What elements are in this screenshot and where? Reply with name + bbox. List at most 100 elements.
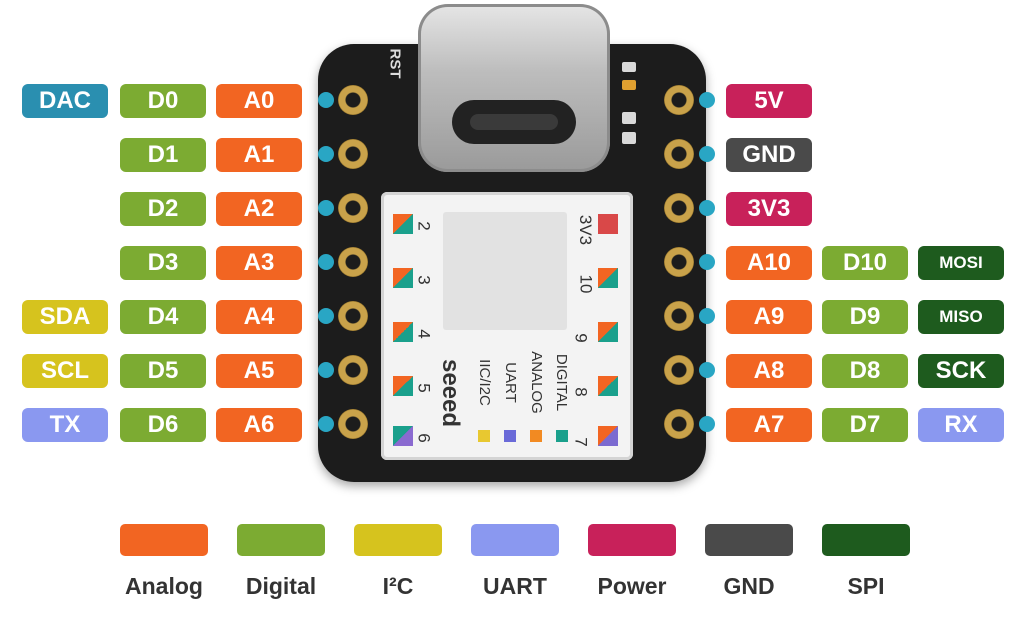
pin-connector-dot xyxy=(318,92,334,108)
pin-label-3v3: 3V3 xyxy=(726,192,812,226)
castellated-pad xyxy=(338,301,368,331)
pin-label-a3: A3 xyxy=(216,246,302,280)
pin-label-a4: A4 xyxy=(216,300,302,334)
smd-component xyxy=(622,132,636,144)
shield-pin-marker xyxy=(598,376,618,396)
shield-pin-marker xyxy=(393,376,413,396)
pin-label-a1: A1 xyxy=(216,138,302,172)
pin-label-a9: A9 xyxy=(726,300,812,334)
shield-legend-swatch xyxy=(504,430,516,442)
castellated-pad xyxy=(664,247,694,277)
shield-pin-marker xyxy=(393,426,413,446)
pin-label-d7: D7 xyxy=(822,408,908,442)
pin-label-a0: A0 xyxy=(216,84,302,118)
shield-pin-marker xyxy=(598,268,618,288)
legend-swatch-power xyxy=(588,524,676,556)
pin-label-scl: SCL xyxy=(22,354,108,388)
pin-label-5v: 5V xyxy=(726,84,812,118)
shield-pin-number: 3V3 xyxy=(576,214,596,246)
smd-component xyxy=(622,80,636,90)
shield-pin-number: 10 xyxy=(576,274,596,294)
legend-swatch-analog xyxy=(120,524,208,556)
legend-label: Power xyxy=(597,573,667,599)
pin-label-a7: A7 xyxy=(726,408,812,442)
pin-connector-dot xyxy=(699,92,715,108)
pin-label-sda: SDA xyxy=(22,300,108,334)
shield-legend-text: DIGITAL xyxy=(553,353,571,411)
legend-label: Digital xyxy=(245,573,317,599)
pin-label-d10: D10 xyxy=(822,246,908,280)
usb-c-tongue xyxy=(470,114,558,130)
castellated-pad xyxy=(338,355,368,385)
pin-label-d6: D6 xyxy=(120,408,206,442)
usb-c-port xyxy=(452,100,576,144)
legend-swatch-gnd xyxy=(705,524,793,556)
shield-pin-marker xyxy=(393,268,413,288)
shield-pin-number: 3 xyxy=(414,275,434,285)
brand-text: seeed xyxy=(437,358,464,428)
shield-legend-item: UART xyxy=(500,340,520,424)
shield-legend-item: IIC/I2C xyxy=(474,340,494,424)
legend-swatch-spi xyxy=(822,524,910,556)
shield-legend-item: ANALOG xyxy=(526,340,546,424)
pin-connector-dot xyxy=(699,308,715,324)
castellated-pad xyxy=(338,85,368,115)
pin-label-tx: TX xyxy=(22,408,108,442)
castellated-pad xyxy=(664,301,694,331)
pin-label-d3: D3 xyxy=(120,246,206,280)
shield-pin-number: 9 xyxy=(571,333,591,343)
castellated-pad xyxy=(664,355,694,385)
shield-legend-text: UART xyxy=(501,361,519,403)
legend-label: UART xyxy=(483,573,547,599)
pin-connector-dot xyxy=(318,308,334,324)
legend-swatch-uart xyxy=(471,524,559,556)
pin-label-d4: D4 xyxy=(120,300,206,334)
castellated-pad xyxy=(338,247,368,277)
pin-connector-dot xyxy=(318,416,334,432)
pin-connector-dot xyxy=(699,254,715,270)
shield-legend-swatch xyxy=(530,430,542,442)
castellated-pad xyxy=(664,85,694,115)
pin-label-a2: A2 xyxy=(216,192,302,226)
castellated-pad xyxy=(338,193,368,223)
pin-label-dac: DAC xyxy=(22,84,108,118)
brand-logo: seeed xyxy=(430,338,470,448)
legend-label: Analog xyxy=(125,573,203,599)
shield-pin-marker xyxy=(598,426,618,446)
pin-label-a6: A6 xyxy=(216,408,302,442)
pin-label-d5: D5 xyxy=(120,354,206,388)
smd-component xyxy=(622,62,636,72)
pin-label-d2: D2 xyxy=(120,192,206,226)
shield-legend-swatch xyxy=(478,430,490,442)
pin-label-d0: D0 xyxy=(120,84,206,118)
shield-pin-marker xyxy=(393,322,413,342)
pin-label-rx: RX xyxy=(918,408,1004,442)
pin-label-d8: D8 xyxy=(822,354,908,388)
castellated-pad xyxy=(664,409,694,439)
castellated-pad xyxy=(664,139,694,169)
pin-label-d9: D9 xyxy=(822,300,908,334)
pin-label-gnd: GND xyxy=(726,138,812,172)
chip-area xyxy=(443,212,567,330)
legend-label: GND xyxy=(723,573,775,599)
smd-component xyxy=(622,112,636,124)
pin-label-a5: A5 xyxy=(216,354,302,388)
shield-pin-marker xyxy=(393,214,413,234)
castellated-pad xyxy=(338,409,368,439)
pin-connector-dot xyxy=(318,254,334,270)
legend-label: SPI xyxy=(847,573,885,599)
pin-connector-dot xyxy=(318,362,334,378)
pin-connector-dot xyxy=(699,200,715,216)
rst-silkscreen: RST xyxy=(386,48,404,79)
shield-pin-marker xyxy=(598,214,618,234)
shield-pin-number: 8 xyxy=(571,387,591,397)
legend-swatch-digital xyxy=(237,524,325,556)
pin-connector-dot xyxy=(699,416,715,432)
legend-swatch-ic xyxy=(354,524,442,556)
shield-legend-text: ANALOG xyxy=(527,350,545,414)
usb-c-connector xyxy=(418,4,610,172)
shield-legend-text: IIC/I2C xyxy=(475,358,493,406)
shield-pin-number: 7 xyxy=(571,437,591,447)
legend-label: I²C xyxy=(382,573,414,599)
pin-connector-dot xyxy=(318,200,334,216)
